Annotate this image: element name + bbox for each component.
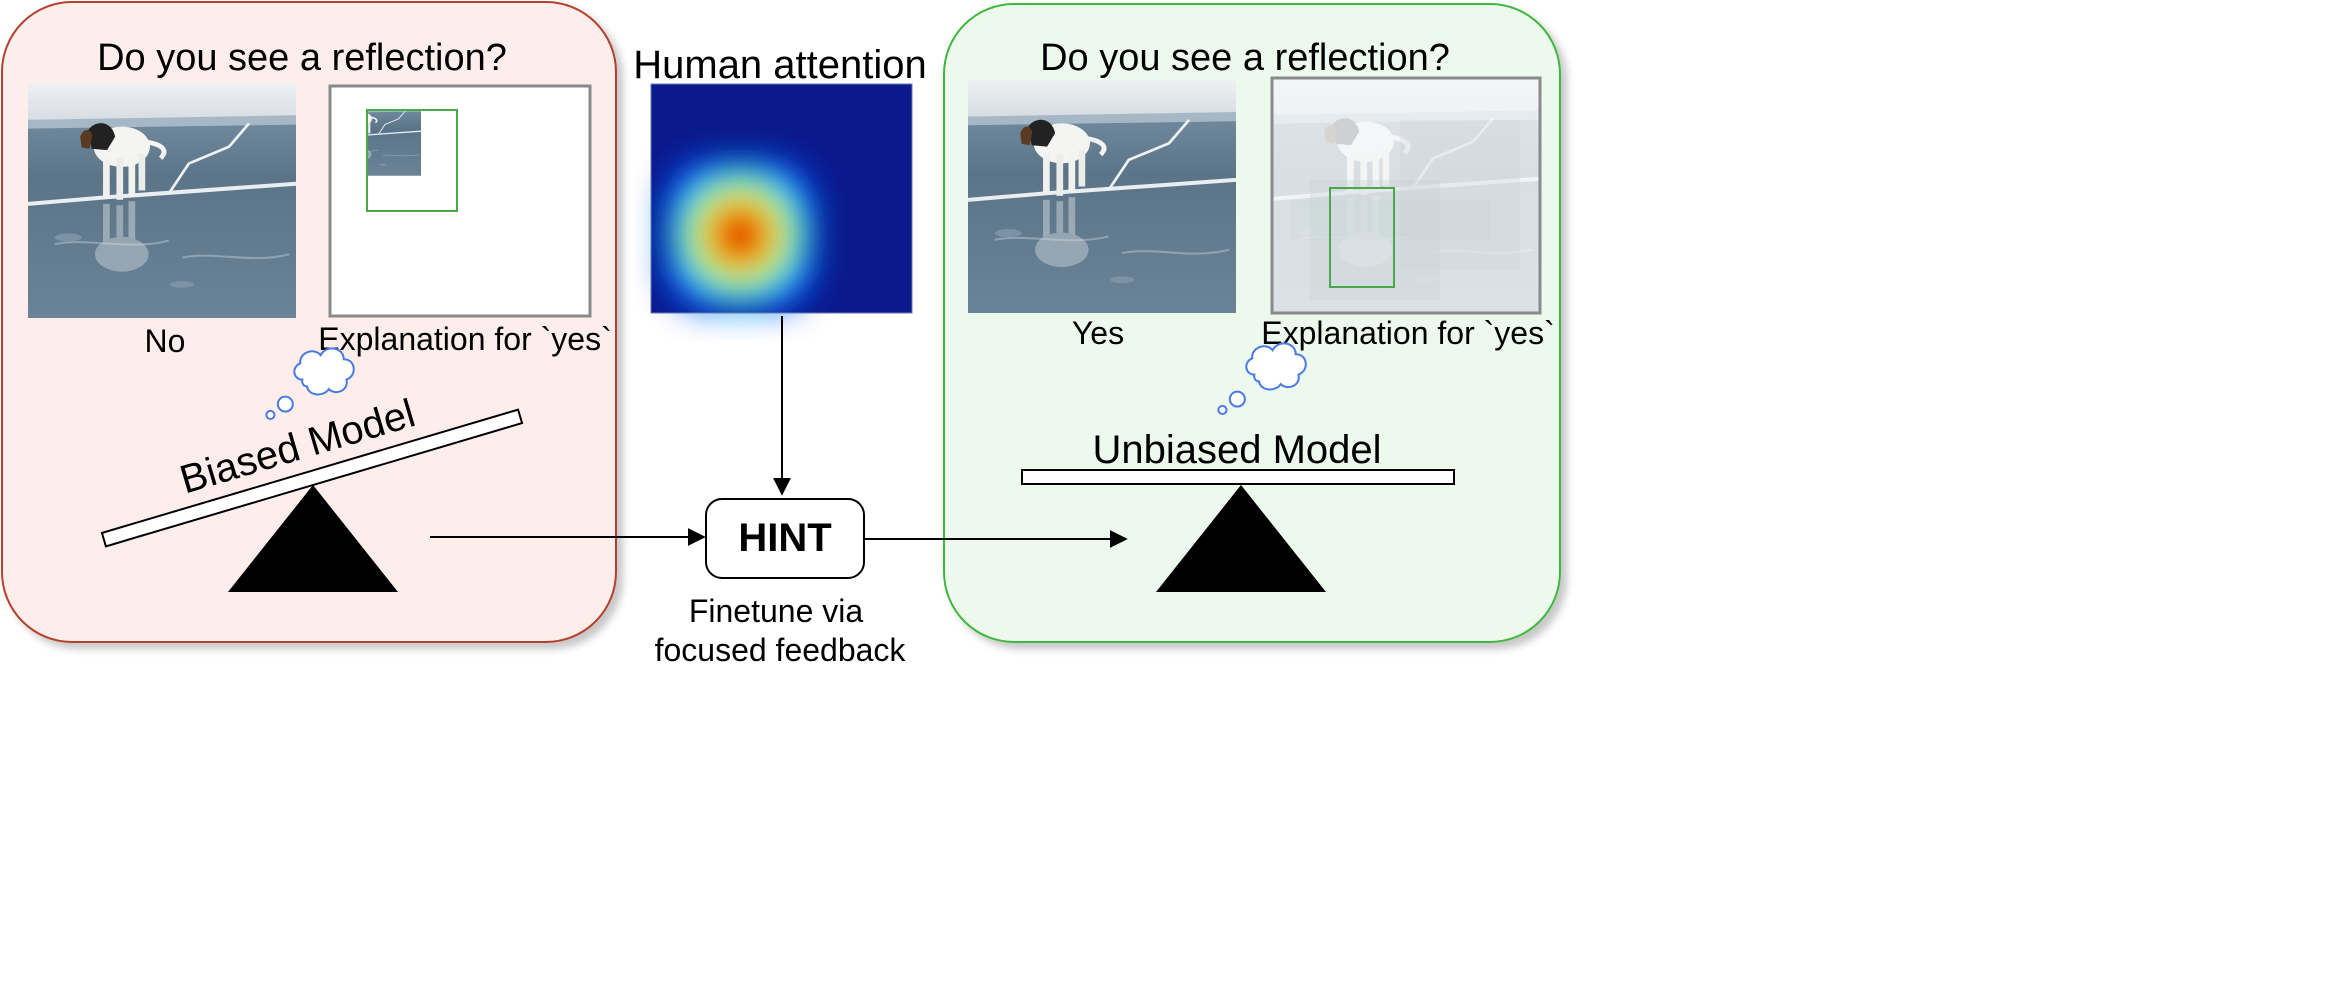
left-explanation-image [328, 84, 592, 318]
dog-on-ice-photo-icon [28, 83, 296, 318]
right-explanation-image [1270, 76, 1542, 315]
finetune-caption-line1: Finetune via [689, 593, 864, 629]
unbiased-plank [1021, 469, 1455, 485]
left-panel: Do you see a reflection? No Explanation … [1, 1, 617, 643]
right-highlight-box [1329, 187, 1395, 288]
finetune-caption-line2: focused feedback [655, 632, 907, 668]
unbiased-model-label: Unbiased Model [1092, 428, 1381, 472]
left-question: Do you see a reflection? [97, 37, 507, 79]
hint-label: HINT [738, 516, 831, 560]
right-panel: Do you see a reflection? Yes Explanation… [943, 3, 1561, 643]
left-explanation-label: Explanation for `yes` [318, 321, 611, 357]
fulcrum-triangle-icon [1156, 485, 1326, 592]
left-prediction: No [145, 323, 186, 359]
unbiased-seesaw: Unbiased Model [1021, 428, 1455, 592]
hint-box: HINT [705, 498, 865, 579]
attention-heatmap-icon [650, 83, 913, 314]
left-input-photo [28, 83, 296, 318]
dog-on-ice-photo-icon [968, 80, 1236, 313]
fulcrum-triangle-icon [228, 485, 398, 592]
right-input-photo [968, 80, 1236, 313]
center-column: Human attention HINT Finetune via focuse… [430, 43, 1128, 668]
right-explanation-label: Explanation for `yes` [1261, 315, 1554, 351]
human-attention-label: Human attention [633, 43, 927, 87]
left-highlight-box [366, 109, 458, 212]
right-prediction: Yes [1072, 315, 1124, 351]
right-question: Do you see a reflection? [1040, 37, 1450, 79]
biased-plank [100, 408, 524, 548]
